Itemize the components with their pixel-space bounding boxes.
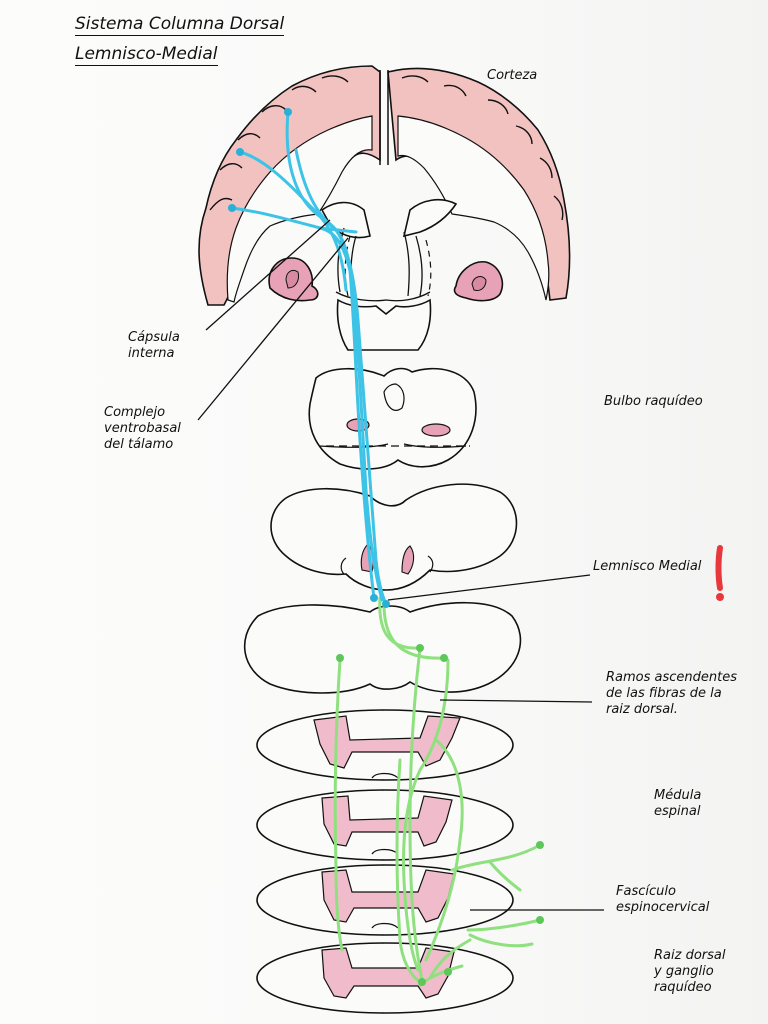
- medial-lemniscus-tract: [230, 110, 388, 606]
- title-line-2: Lemnisco-Medial: [75, 44, 218, 66]
- label-corteza: Corteza: [487, 68, 538, 83]
- label-ramos-ascendentes: Ramos ascendentes de las fibras de la ra…: [606, 670, 738, 717]
- medulla-section-lower: [270, 483, 518, 591]
- label-raiz-dorsal: Raiz dorsal y ganglio raquídeo: [654, 948, 726, 995]
- label-bulbo-raquideo: Bulbo raquídeo: [604, 394, 703, 409]
- dorsal-root-fibers: [333, 596, 542, 987]
- leader-lines: [197, 219, 604, 911]
- medulla-caudal-section: [243, 601, 522, 694]
- white-matter-left: [226, 115, 373, 303]
- lateral-ventricle-right: [402, 198, 458, 238]
- label-medula-espinal: Médula espinal: [654, 788, 702, 819]
- title-line-1: Sistema Columna Dorsal: [75, 14, 285, 36]
- spinal-cord-segments: [256, 709, 514, 1014]
- white-matter-right: [397, 115, 550, 301]
- dorsal-root-nodes: [336, 644, 544, 986]
- emphasis-icon: [715, 545, 724, 601]
- label-capsula-interna: Cápsula interna: [128, 330, 180, 361]
- medulla-section-upper: [308, 367, 477, 470]
- label-complejo-ventrobasal: Complejo ventrobasal del tálamo: [104, 405, 181, 452]
- label-fasciculo-espinocervical: Fascículo espinocervical: [616, 884, 710, 915]
- label-lemnisco-medial: Lemnisco Medial: [593, 559, 702, 574]
- lemniscus-nodes: [228, 108, 390, 608]
- brain-coronal-section: [198, 65, 571, 351]
